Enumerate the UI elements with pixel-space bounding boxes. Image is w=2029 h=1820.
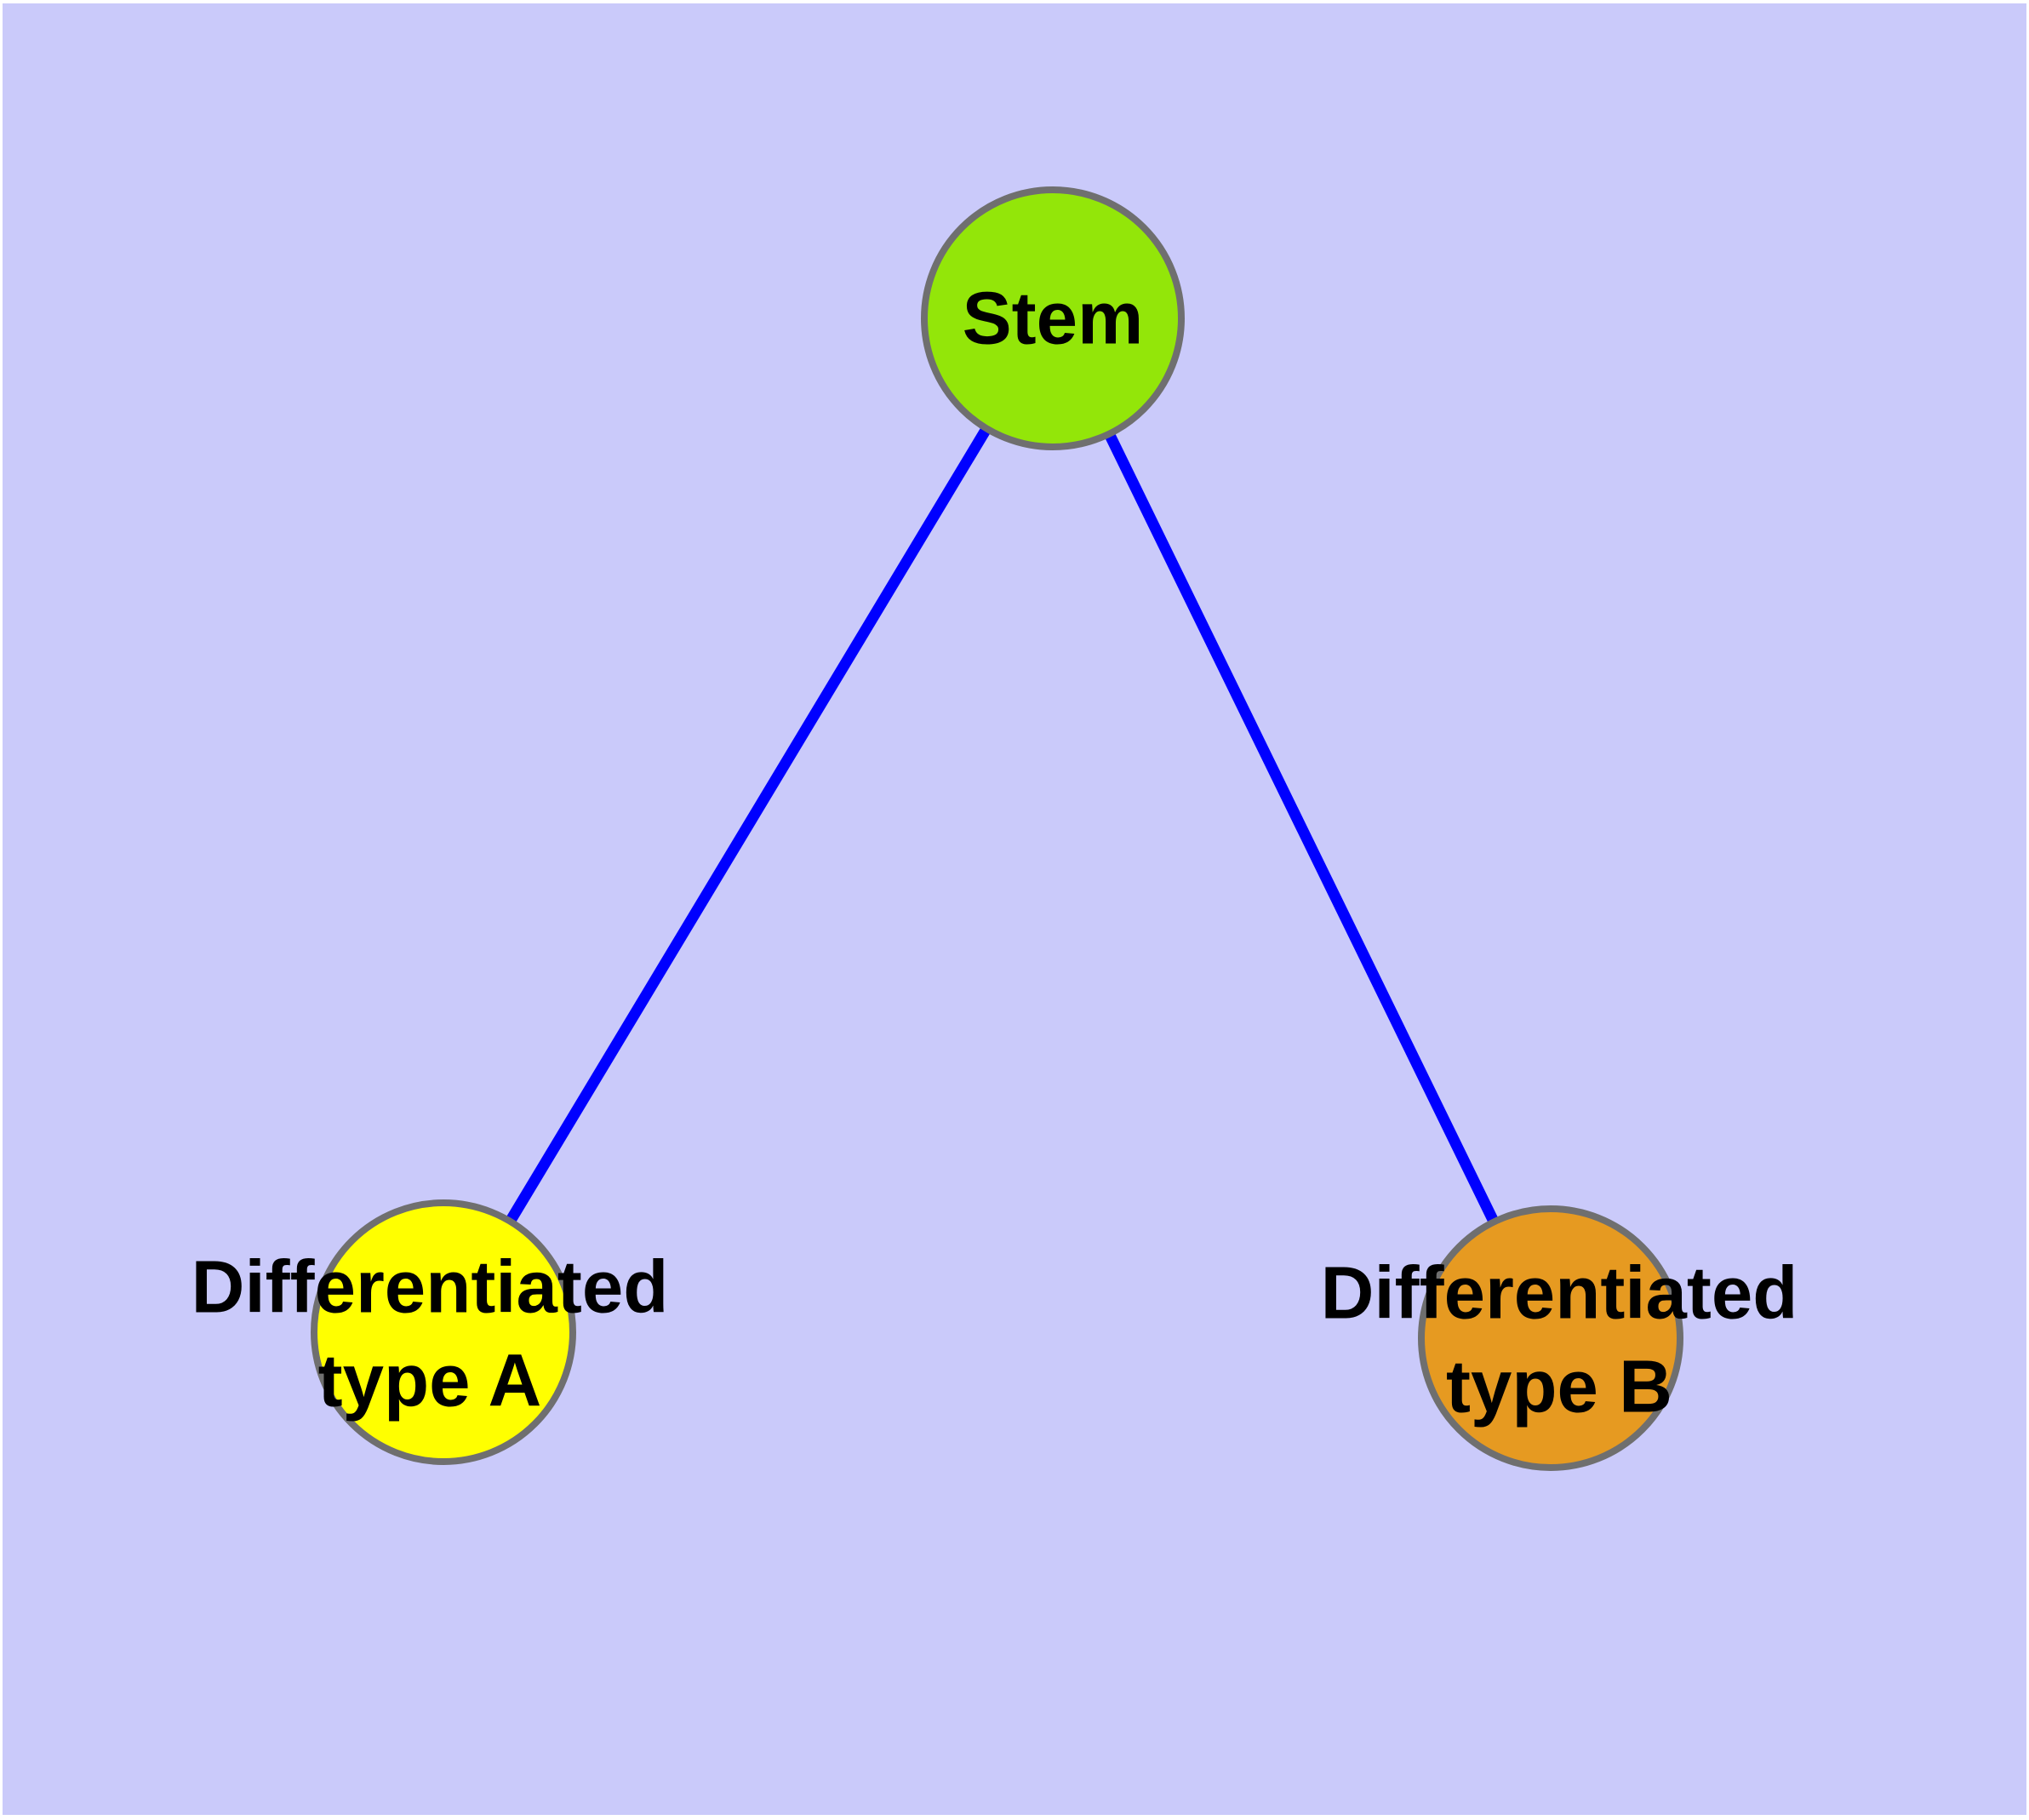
differentiated-type-b-node <box>1418 1205 1683 1471</box>
differentiated-type-a-node <box>311 1199 576 1465</box>
differentiated-type-a-label-line2: type A <box>318 1340 542 1422</box>
stem-node <box>921 186 1185 450</box>
edge-stem-to-type-a <box>438 315 1058 1336</box>
edge-stem-to-type-b <box>1048 316 1556 1341</box>
differentiated-type-b-label-line2: type B <box>1446 1346 1672 1428</box>
stem-node-label: Stem <box>963 278 1144 360</box>
differentiated-type-a-label-line1: Differentiated <box>191 1246 669 1329</box>
differentiated-type-b-label-line1: Differentiated <box>1321 1252 1798 1335</box>
